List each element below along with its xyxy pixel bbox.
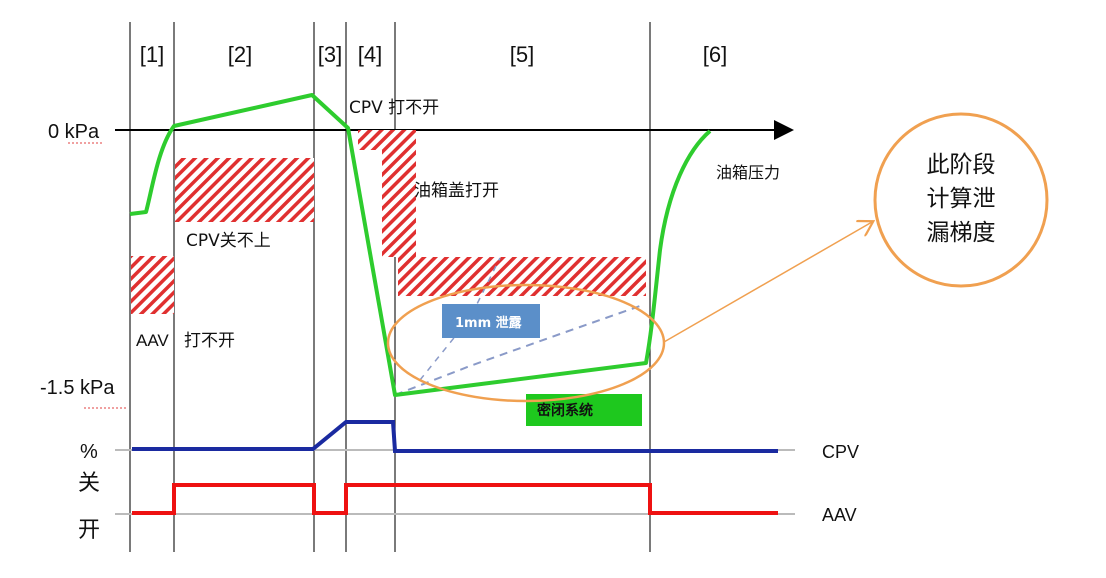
hatch-phase5-band <box>398 257 646 296</box>
min-kpa-label: -1.5 kPa <box>40 377 115 399</box>
callout-pointer <box>663 222 872 343</box>
phase-label-3: [3] <box>318 42 342 67</box>
phase-label-4: [4] <box>358 42 382 67</box>
cpv-wont-close-label: CPV关不上 <box>186 231 271 251</box>
callout-circle <box>873 112 1049 288</box>
leak-gradient-dashed-line <box>394 305 641 396</box>
zero-kpa-label: 0 kPa <box>48 121 100 143</box>
callout-line-2: 计算泄 <box>927 186 996 212</box>
hatch-fuel-cap-open <box>382 130 416 257</box>
hatch-cpv-wont-open <box>358 130 382 150</box>
hatch-aav-wont-open <box>131 256 174 314</box>
cpv-wont-open-label: CPV 打不开 <box>349 98 439 118</box>
aav-signal-label: AAV <box>822 505 857 525</box>
tank-pressure-label: 油箱压力 <box>716 163 780 182</box>
callout-line-3: 漏梯度 <box>927 220 996 246</box>
open-label: 开 <box>78 518 100 543</box>
phase-label-1: [1] <box>140 42 164 67</box>
phase-label-6: [6] <box>703 42 727 67</box>
aav-code-label: AAV <box>136 331 169 350</box>
callout-line-1: 此阶段 <box>927 152 996 178</box>
hatch-cpv-wont-close <box>175 158 314 222</box>
leak-gradient-ellipse <box>386 283 666 403</box>
leak-1mm-box <box>442 304 540 338</box>
leak-1mm-label: 1mm 泄露 <box>455 315 523 331</box>
aav-wont-open-label: 打不开 <box>184 331 235 351</box>
tank-pressure-curve <box>129 93 712 397</box>
percent-label: % <box>80 441 98 463</box>
phase-dividers <box>129 22 651 552</box>
close-label: 关 <box>78 471 100 496</box>
phase-label-2: [2] <box>228 42 252 67</box>
sealed-system-label: 密闭系统 <box>536 402 593 419</box>
phase-label-5: [5] <box>510 42 534 67</box>
cpv-signal-line <box>132 420 778 453</box>
leak-gradient-dashed-line-short <box>419 257 501 381</box>
aav-signal-line <box>132 483 778 515</box>
fuel-cap-open-label: 油箱盖打开 <box>414 181 499 201</box>
cpv-signal-label: CPV <box>822 442 859 462</box>
